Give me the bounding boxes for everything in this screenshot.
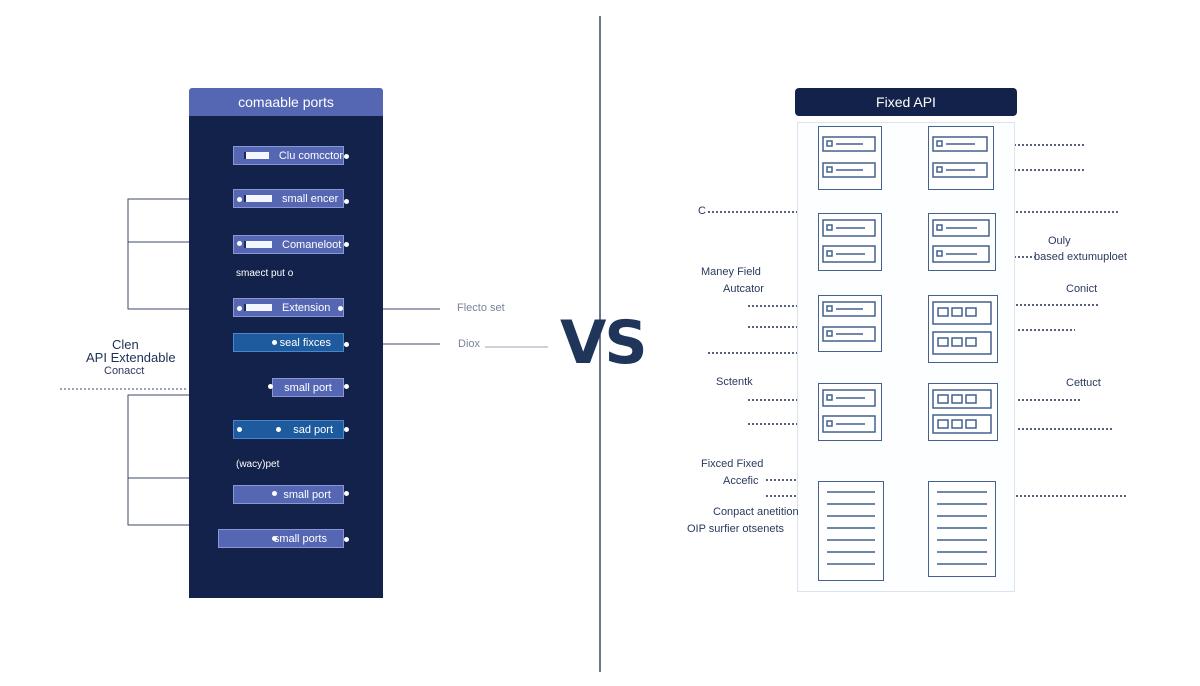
- port-slot-icon: [244, 195, 272, 202]
- port-label: sad port: [293, 423, 333, 436]
- port-slot-icon: [244, 304, 272, 311]
- right-label-0: Flecto set: [457, 302, 505, 314]
- port-label: Extension: [282, 301, 331, 314]
- port-3[interactable]: Extension: [233, 298, 344, 317]
- api-left-label-4: Fixced Fixed: [701, 458, 764, 470]
- port-label: seal fixces: [279, 336, 331, 349]
- api-doc-card: [818, 481, 884, 581]
- grid-form-icon: [932, 389, 992, 434]
- connector-dot: [237, 427, 242, 432]
- port-6[interactable]: sad port: [233, 420, 344, 439]
- connector-dot: [237, 197, 242, 202]
- port-label: small port: [283, 488, 331, 501]
- connector-dot: [344, 537, 349, 542]
- side-title-1: Clen: [112, 337, 139, 352]
- api-card: [928, 213, 996, 271]
- port-label: small encer: [282, 192, 339, 205]
- api-left-label-6: Conpact anetition: [713, 506, 799, 518]
- api-card: [818, 383, 882, 441]
- port-7[interactable]: small port: [233, 485, 344, 504]
- port-slot-icon: [244, 241, 272, 248]
- connector-dot: [268, 384, 273, 389]
- field-list-icon: [822, 136, 876, 178]
- port-0[interactable]: Clu comcctor: [233, 146, 344, 165]
- api-right-label-0: Ouly: [1048, 235, 1071, 247]
- connector-dot: [237, 241, 242, 246]
- port-8[interactable]: small ports: [218, 529, 344, 548]
- connector-dot: [344, 154, 349, 159]
- port-label: small port: [284, 381, 332, 394]
- port-label: small ports: [273, 532, 327, 545]
- api-left-label-2: Autcator: [723, 283, 764, 295]
- api-left-label-3: Sctentk: [716, 376, 753, 388]
- vs-label: VS: [560, 308, 648, 378]
- left-panel-title: comaable ports: [189, 88, 383, 116]
- side-subtitle: Conacct: [104, 365, 145, 377]
- port-2[interactable]: Comaneloot: [233, 235, 344, 254]
- connector-dot: [344, 427, 349, 432]
- document-lines-icon: [937, 491, 987, 565]
- connector-dot: [344, 242, 349, 247]
- api-right-label-1: based extumuploet: [1034, 251, 1127, 263]
- connector-dot: [344, 491, 349, 496]
- api-left-label-7: OIP surfier otsenets: [687, 523, 785, 535]
- port-slot-icon: [244, 152, 269, 159]
- api-grid-card: [928, 295, 998, 363]
- field-list-icon: [822, 301, 876, 342]
- connector-dot: [344, 342, 349, 347]
- port-4[interactable]: seal fixces: [233, 333, 344, 352]
- field-list-icon: [822, 219, 876, 263]
- api-left-label-5: Accefic: [723, 475, 759, 487]
- inner-label-1: (wacy)pet: [236, 459, 280, 470]
- api-left-label-1: Maney Field: [701, 266, 761, 278]
- api-grid-card: [928, 383, 998, 441]
- right-panel-title: Fixed API: [795, 88, 1017, 116]
- port-label: Clu comcctor: [278, 149, 343, 162]
- api-right-label-2: Conict: [1066, 283, 1098, 295]
- connector-dot: [272, 491, 277, 496]
- side-title-2: API Extendable: [86, 350, 176, 365]
- connector-dot: [338, 306, 343, 311]
- connector-dot: [237, 306, 242, 311]
- api-card: [928, 126, 994, 190]
- connector-dot: [272, 536, 277, 541]
- inner-label-0: smaect put o: [236, 268, 294, 279]
- field-list-icon: [932, 136, 988, 178]
- api-left-label-0: C: [698, 205, 706, 217]
- connector-dot: [276, 427, 281, 432]
- api-right-label-3: Cettuct: [1066, 377, 1101, 389]
- api-card: [818, 295, 882, 352]
- api-doc-card: [928, 481, 996, 577]
- port-label: Comaneloot: [282, 238, 342, 251]
- port-1[interactable]: small encer: [233, 189, 344, 208]
- port-5[interactable]: small port: [272, 378, 344, 397]
- field-list-icon: [932, 219, 990, 263]
- grid-form-icon: [932, 301, 992, 355]
- document-lines-icon: [827, 491, 875, 565]
- connector-dot: [272, 340, 277, 345]
- connector-dot: [344, 199, 349, 204]
- connector-dot: [344, 384, 349, 389]
- api-card: [818, 126, 882, 190]
- field-list-icon: [822, 389, 876, 433]
- api-card: [818, 213, 882, 271]
- right-label-1: Diox: [458, 338, 481, 350]
